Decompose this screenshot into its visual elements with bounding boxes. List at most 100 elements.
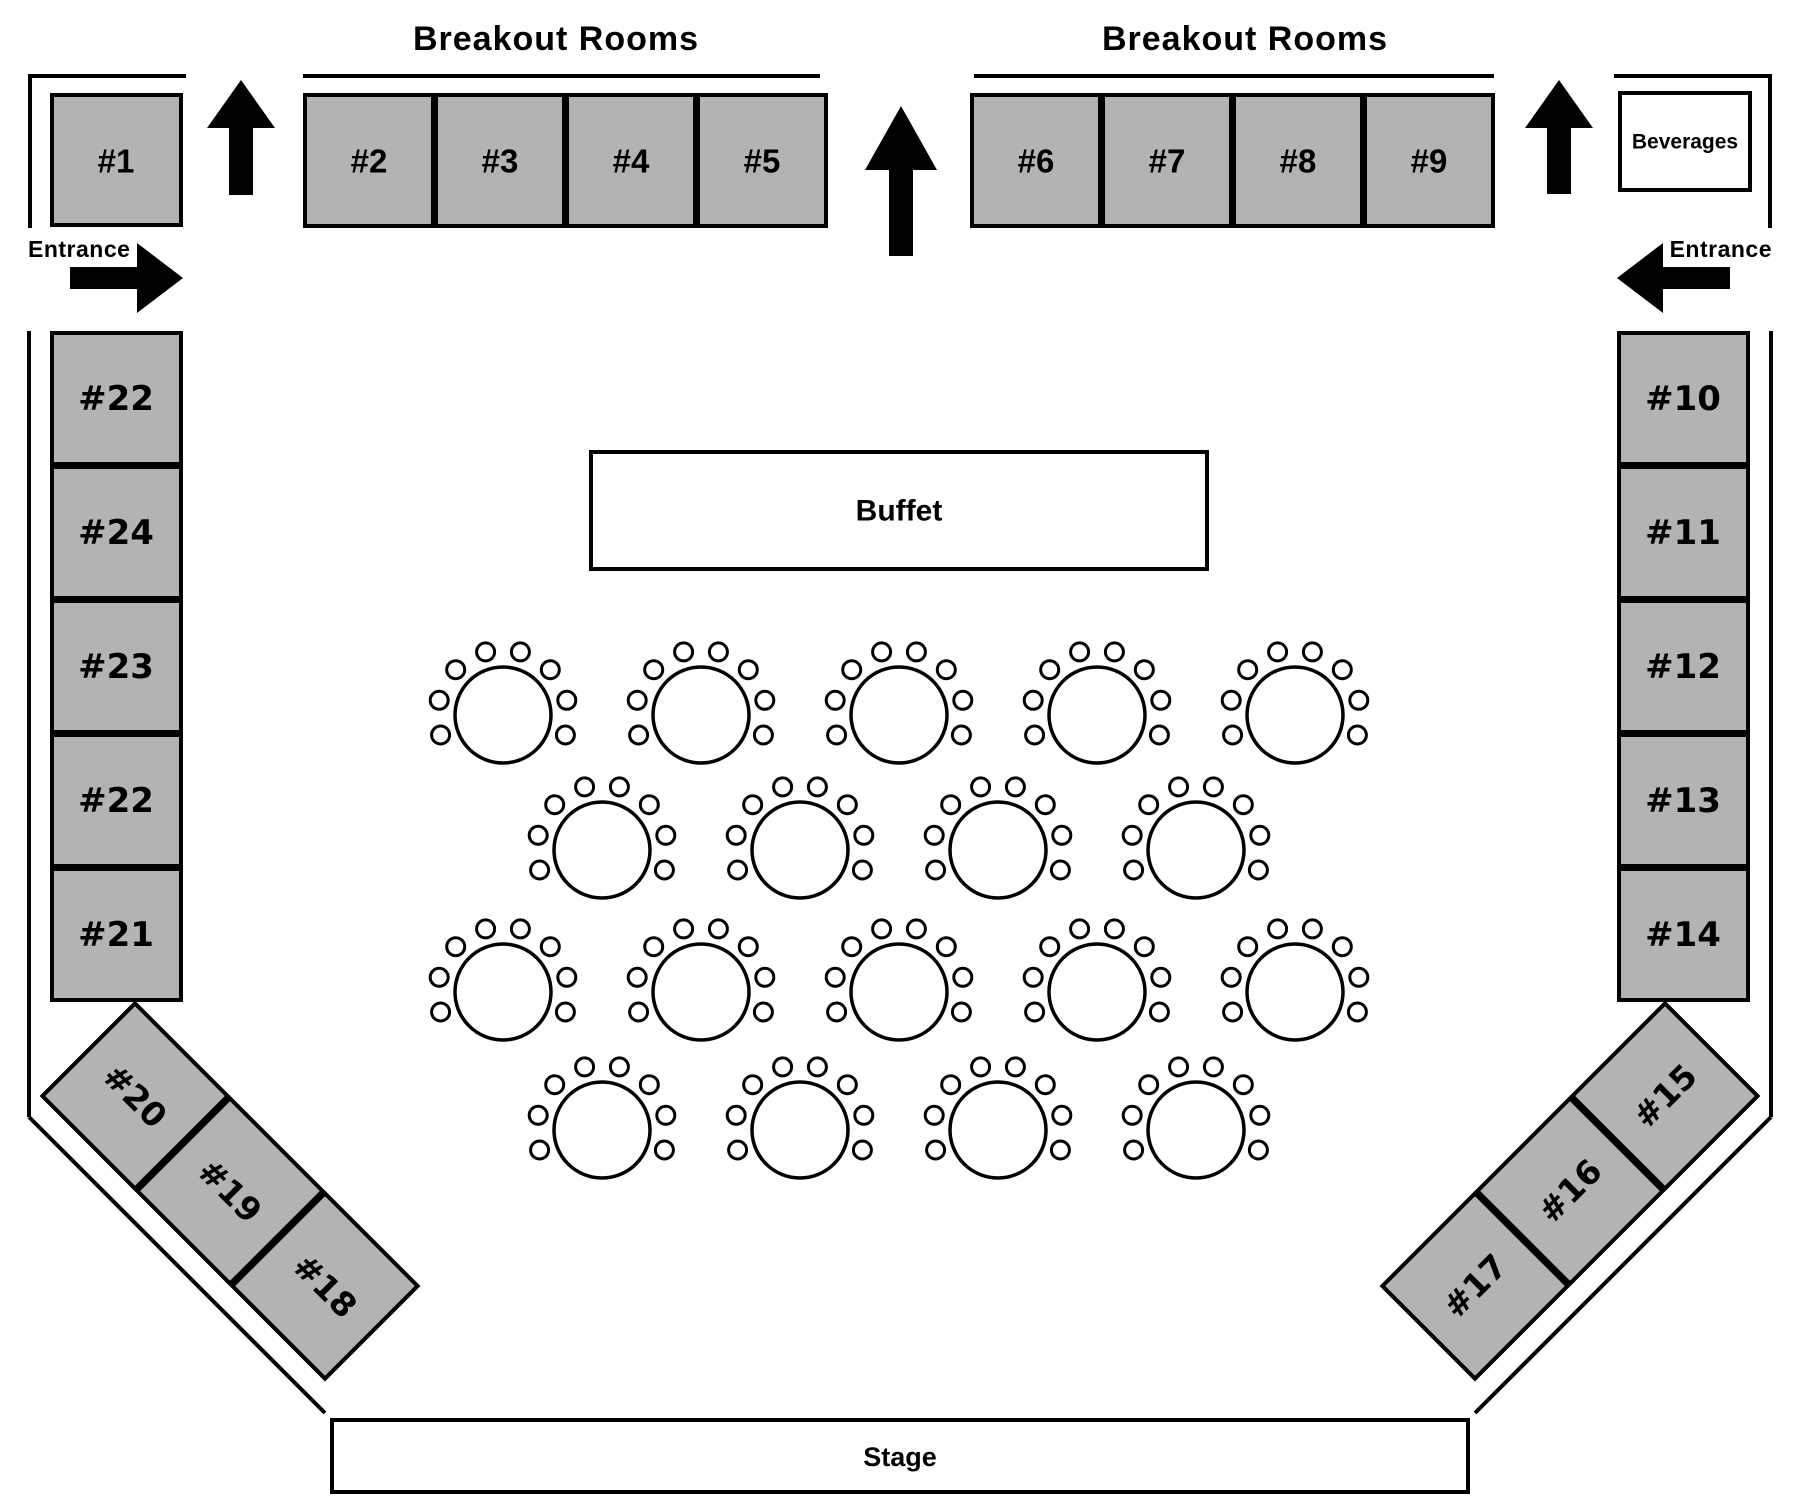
round-table (923, 1056, 1073, 1180)
chair-seat (1220, 689, 1242, 711)
chair-seat (754, 966, 776, 988)
chair-seat (737, 659, 759, 681)
table-circle (552, 800, 652, 900)
chair-seat (445, 659, 467, 681)
chair-seat (1168, 776, 1190, 798)
booth-box (565, 93, 697, 228)
chair-seat (925, 1139, 947, 1161)
chair-seat (1148, 1001, 1170, 1023)
booth-box (1617, 331, 1750, 466)
round-table (923, 776, 1073, 900)
booth-box (696, 93, 828, 228)
chair-seat (1022, 689, 1044, 711)
booth-label: #2 (351, 143, 388, 180)
left-diagonal-wall (27, 1115, 327, 1415)
booth-label: #6 (1018, 143, 1055, 180)
round-table (1220, 918, 1370, 1042)
chair-seat (1232, 794, 1254, 816)
chair-seat (1121, 824, 1143, 846)
chair-seat (1331, 936, 1353, 958)
chair-seat (1051, 824, 1073, 846)
chair-seat (727, 1139, 749, 1161)
chair-seat (1138, 794, 1160, 816)
chair-seat (725, 824, 747, 846)
chair-seat (1237, 936, 1259, 958)
chair-seat (509, 918, 531, 940)
table-circle (948, 1080, 1048, 1180)
booth-box (1617, 867, 1750, 1002)
entrance-arrow-icon-right (1617, 243, 1730, 313)
chair-seat (1222, 1001, 1244, 1023)
round-table (824, 641, 974, 765)
booth-box (1379, 1190, 1571, 1382)
chair-seat (1249, 1104, 1271, 1126)
chair-seat (574, 1056, 596, 1078)
chair-seat (638, 1074, 660, 1096)
booth-box (50, 331, 183, 466)
chair-seat (1049, 859, 1071, 881)
chair-seat (1247, 1139, 1269, 1161)
chair-seat (1267, 641, 1289, 663)
chair-seat (841, 659, 863, 681)
chair-seat (940, 794, 962, 816)
chair-seat (923, 824, 945, 846)
chair-seat (643, 659, 665, 681)
chair-seat (752, 724, 774, 746)
chair-seat (826, 724, 848, 746)
right-diagonal-wall (1473, 1115, 1773, 1415)
chair-seat (626, 689, 648, 711)
up-arrow-icon-right (1525, 80, 1593, 194)
chair-seat (841, 936, 863, 958)
round-table (527, 1056, 677, 1180)
chair-seat (1348, 966, 1370, 988)
chair-seat (608, 776, 630, 798)
breakout-row-left: #2 #3 #4 #5 (303, 93, 828, 228)
chair-seat (836, 1074, 858, 1096)
round-table (1022, 918, 1172, 1042)
booth-box (1474, 1095, 1666, 1287)
breakout-rooms-title-left: Breakout Rooms (413, 20, 699, 58)
round-table (1022, 641, 1172, 765)
chair-seat (950, 1001, 972, 1023)
booth-box (50, 465, 183, 600)
right-booth-column: #10 #11 #12 #13 #14 (1617, 331, 1750, 1002)
chair-seat (673, 918, 695, 940)
chair-seat (445, 936, 467, 958)
chair-seat (1348, 689, 1370, 711)
table-circle (1245, 665, 1345, 765)
booth-label: #7 (1149, 143, 1186, 180)
chair-seat (853, 1104, 875, 1126)
beverages-box (1618, 91, 1752, 192)
chair-seat (1123, 1139, 1145, 1161)
booth-label: #11 (1645, 513, 1721, 553)
chair-seat (608, 1056, 630, 1078)
chair-seat (725, 1104, 747, 1126)
chair-seat (1202, 776, 1224, 798)
booth-box (1363, 93, 1495, 228)
chair-seat (626, 966, 648, 988)
chair-seat (806, 776, 828, 798)
chair-seat (1123, 859, 1145, 881)
chair-seat (1034, 1074, 1056, 1096)
table-circle (552, 1080, 652, 1180)
chair-seat (1331, 659, 1353, 681)
diagonal-booths-right: #15 #16 #17 (1379, 1000, 1761, 1382)
booth-label: #22 (78, 379, 154, 419)
chair-seat (742, 794, 764, 816)
chair-seat (707, 918, 729, 940)
chair-seat (836, 794, 858, 816)
up-arrow-icon-center (865, 106, 937, 256)
chair-seat (475, 918, 497, 940)
booth-label: #22 (78, 781, 154, 821)
chair-seat (1222, 724, 1244, 746)
beverages-label: Beverages (1632, 131, 1738, 154)
booth-label: #10 (1645, 379, 1721, 419)
table-circle (750, 800, 850, 900)
chair-seat (554, 1001, 576, 1023)
chair-seat (628, 724, 650, 746)
booth-1: #1 (50, 93, 183, 227)
chair-seat (970, 1056, 992, 1078)
up-arrow-icon-left (207, 80, 275, 195)
chair-seat (428, 689, 450, 711)
